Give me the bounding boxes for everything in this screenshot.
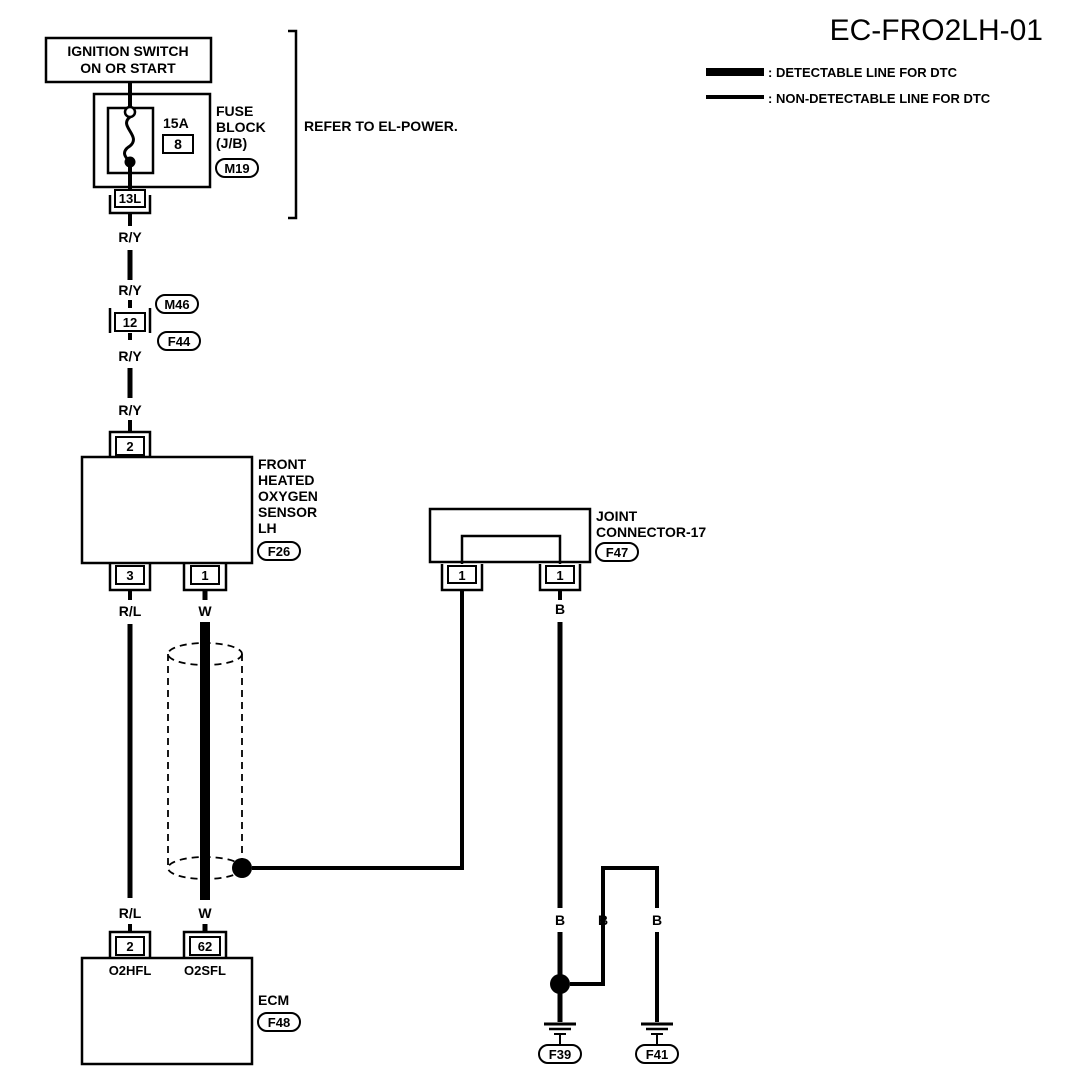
sensor-label-1: FRONT [258, 456, 307, 472]
wire-color-b-top: B [555, 601, 565, 617]
sensor-pin-top-label: 2 [126, 439, 133, 454]
fuse-icon [123, 115, 135, 164]
fuse-top-node [123, 105, 137, 119]
ground-right-id: F41 [646, 1047, 668, 1062]
ignition-switch: IGNITION SWITCH ON OR START [44, 36, 213, 84]
sensor-top-pin: 2 [108, 430, 152, 456]
fuse-connector-id: M19 [224, 161, 249, 176]
inline-connector-female-id: F44 [168, 334, 191, 349]
joint-pin-right-label: 1 [556, 568, 563, 583]
fuse-block: 15A 8 [92, 92, 212, 189]
joint-connector-id: F47 [606, 545, 628, 560]
wire-color-rl-bottom: R/L [119, 905, 142, 921]
refer-bracket [288, 29, 298, 220]
legend-detectable-swatch [706, 68, 764, 76]
inline-connector-pin: 12 [123, 315, 137, 330]
sensor-label-4: SENSOR [258, 504, 317, 520]
fuse-label-3: (J/B) [216, 135, 247, 151]
sensor-connector-id: F26 [268, 544, 290, 559]
wire-color-b-mid: B [598, 912, 608, 928]
wire-b-ground-link [570, 866, 659, 986]
wire-color-ry-2: R/Y [118, 282, 142, 298]
sensor-label-5: LH [258, 520, 277, 536]
ecm-label: ECM [258, 992, 289, 1008]
diagram-id: EC-FRO2LH-01 [830, 14, 1043, 47]
oxygen-sensor [80, 455, 254, 565]
sensor-label-2: HEATED [258, 472, 315, 488]
wire-color-w-top: W [198, 603, 212, 619]
ignition-line1: IGNITION SWITCH [67, 43, 188, 59]
fuse-label-2: BLOCK [216, 119, 266, 135]
wire-color-w-bottom: W [198, 905, 212, 921]
fuse-amp: 15A [163, 115, 189, 131]
legend: : DETECTABLE LINE FOR DTC : NON-DETECTAB… [706, 65, 991, 106]
fuse-terminal: 13L [108, 189, 152, 215]
wire-color-ry-3: R/Y [118, 348, 142, 364]
wire-color-ry-4: R/Y [118, 402, 142, 418]
wire-color-b-right: B [652, 912, 662, 928]
fuse-number: 8 [174, 136, 182, 152]
shield-ground-splice [232, 858, 252, 878]
inline-connector: 12 M46 F44 [108, 294, 201, 351]
ecm: O2HFL O2SFL [80, 956, 254, 1066]
sensor-pin-left-label: 3 [126, 568, 133, 583]
wire-shield-drain [252, 590, 464, 870]
ecm-connector-id: F48 [268, 1015, 290, 1030]
ecm-pin-right-label: 62 [198, 939, 212, 954]
ecm-terminal-right: O2SFL [184, 963, 226, 978]
wire-color-b-left: B [555, 912, 565, 928]
legend-detectable-label: : DETECTABLE LINE FOR DTC [768, 65, 958, 80]
ecm-pin-left-label: 2 [126, 939, 133, 954]
joint-connector: 1 1 [428, 507, 592, 592]
sensor-pin-right-label: 1 [201, 568, 208, 583]
sensor-bottom-pins: 3 1 [108, 564, 228, 592]
refer-note: REFER TO EL-POWER. [304, 118, 458, 134]
fuse-label-1: FUSE [216, 103, 253, 119]
ecm-pins: 2 62 [108, 930, 228, 957]
joint-label-1: JOINT [596, 508, 638, 524]
ground-left-icon [544, 1022, 576, 1045]
legend-non-detectable-swatch [706, 95, 764, 99]
ground-left-id: F39 [549, 1047, 571, 1062]
sensor-label-3: OXYGEN [258, 488, 318, 504]
wire-color-rl-top: R/L [119, 603, 142, 619]
ground-right-icon [641, 1022, 673, 1045]
ecm-terminal-left: O2HFL [109, 963, 152, 978]
joint-pin-left-label: 1 [458, 568, 465, 583]
ground-splice [550, 974, 570, 994]
inline-connector-male-id: M46 [164, 297, 189, 312]
ignition-line2: ON OR START [80, 60, 176, 76]
wire-color-ry-1: R/Y [118, 229, 142, 245]
legend-non-detectable-label: : NON-DETECTABLE LINE FOR DTC [768, 91, 991, 106]
fuse-terminal-label: 13L [119, 191, 141, 206]
shield [167, 642, 252, 880]
joint-label-2: CONNECTOR-17 [596, 524, 706, 540]
